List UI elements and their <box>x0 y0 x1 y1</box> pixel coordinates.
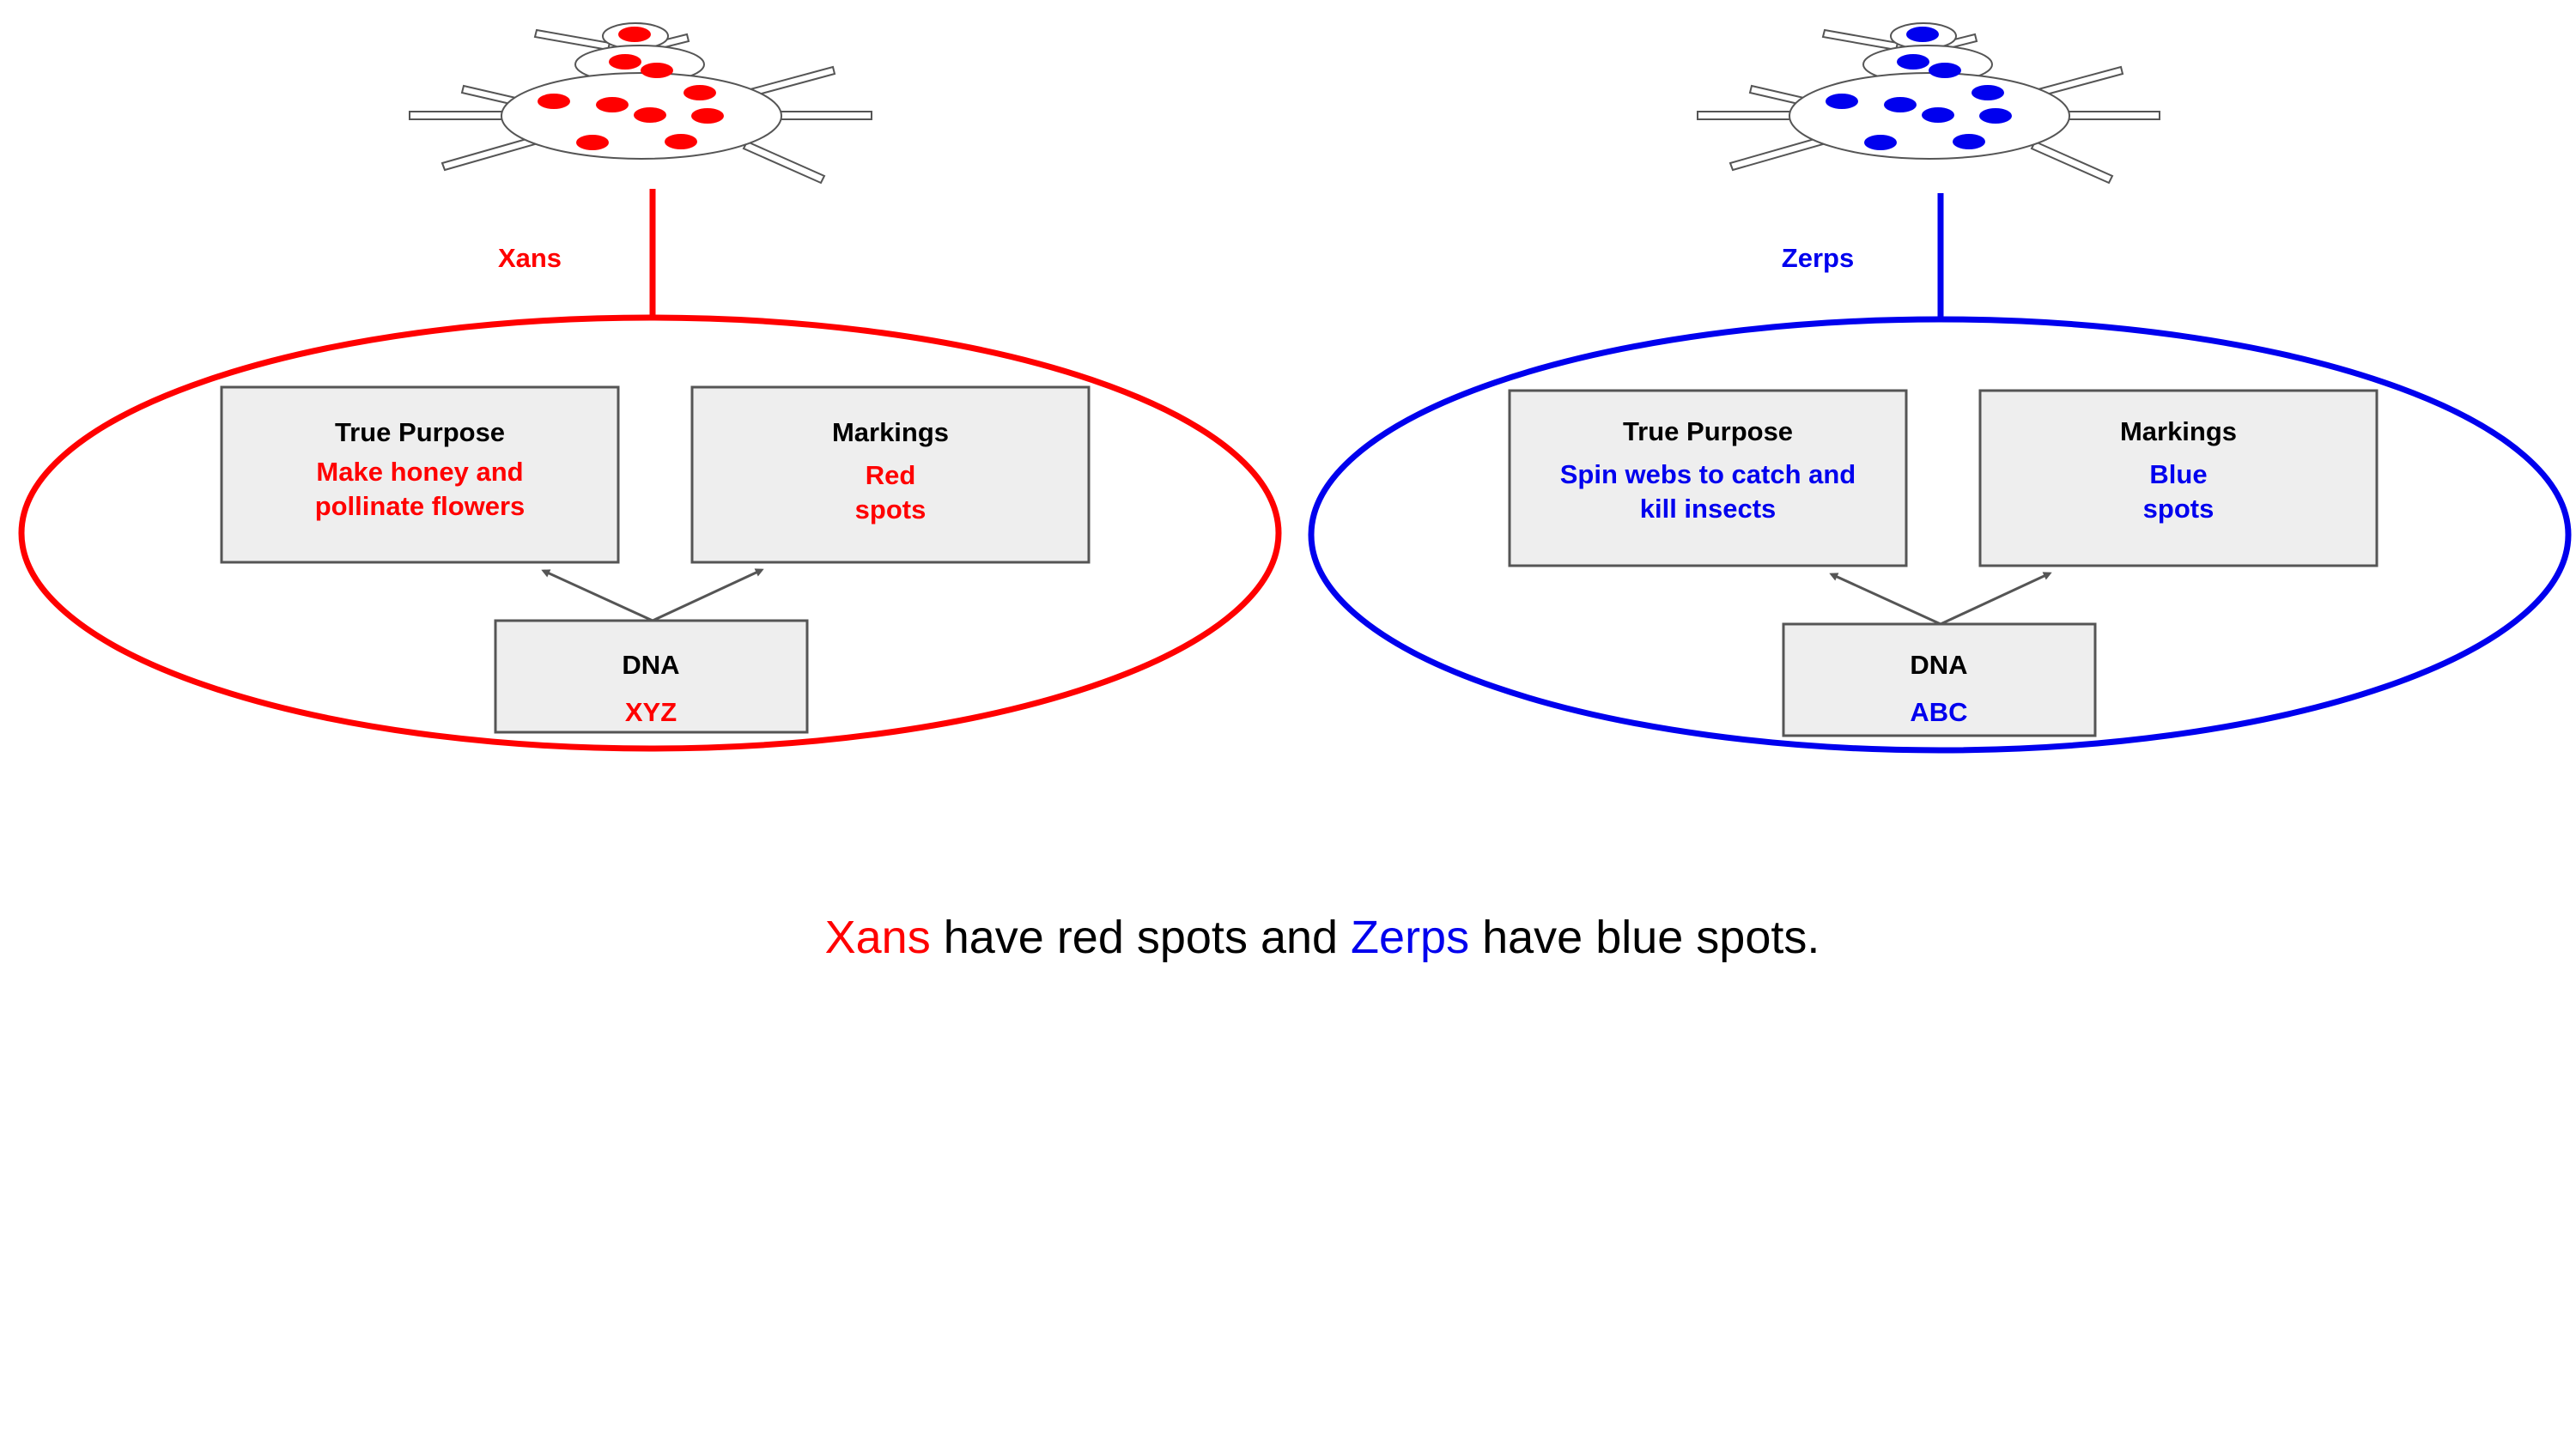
zerps-dna-title: DNA <box>1910 650 1967 680</box>
xans-purpose-box: True Purpose Make honey and pollinate fl… <box>220 385 620 564</box>
zerps-markings-line2: spots <box>2143 494 2215 524</box>
xans-group: Xans True Purpose Make honey and pollina… <box>18 22 1282 752</box>
xans-ellipse <box>18 314 1282 752</box>
zerps-purpose-box: True Purpose Spin webs to catch and kill… <box>1508 389 1908 567</box>
caption-xans: Xans <box>825 912 931 963</box>
caption-zerps: Zerps <box>1351 912 1469 963</box>
zerps-markings-line1: Blue <box>2149 459 2207 489</box>
zerps-markings-box: Markings Blue spots <box>1978 389 2379 567</box>
zerps-purpose-line2: kill insects <box>1640 494 1777 524</box>
caption-part1: have red spots and <box>931 912 1351 963</box>
zerps-dna-value: ABC <box>1910 697 1967 727</box>
zerps-spots <box>1826 27 2012 150</box>
zerps-label: Zerps <box>1782 243 1854 273</box>
xans-markings-title: Markings <box>832 417 949 447</box>
xans-markings-line2: spots <box>855 494 927 524</box>
zerps-arrow-to-purpose <box>1829 573 1941 626</box>
xans-purpose-title: True Purpose <box>335 417 505 447</box>
xans-dna-title: DNA <box>622 650 679 680</box>
zerps-group: Zerps True Purpose Spin webs to catch an… <box>1308 22 2572 754</box>
zerps-purpose-line1: Spin webs to catch and <box>1560 459 1856 489</box>
xans-label: Xans <box>498 243 562 273</box>
zerps-arrow-to-markings <box>1940 572 2052 626</box>
xans-purpose-line1: Make honey and <box>316 457 523 487</box>
caption-part2: have blue spots. <box>1469 912 1820 963</box>
zerps-markings-title: Markings <box>2120 416 2237 446</box>
xans-arrow-to-purpose <box>541 569 653 622</box>
xans-markings-box: Markings Red spots <box>690 385 1091 564</box>
xans-dna-box: DNA XYZ <box>494 619 809 734</box>
xans-arrow-to-markings <box>652 568 764 622</box>
xans-spots <box>538 27 724 150</box>
caption: Xans have red spots and Zerps have blue … <box>825 912 1820 963</box>
xans-creature-icon <box>409 22 872 185</box>
zerps-ellipse <box>1308 316 2572 754</box>
zerps-creature-icon <box>1697 22 2160 185</box>
xans-dna-value: XYZ <box>625 697 677 727</box>
xans-purpose-line2: pollinate flowers <box>315 491 526 521</box>
zerps-dna-box: DNA ABC <box>1782 622 2097 737</box>
zerps-purpose-title: True Purpose <box>1623 416 1793 446</box>
xans-markings-line1: Red <box>866 460 916 490</box>
